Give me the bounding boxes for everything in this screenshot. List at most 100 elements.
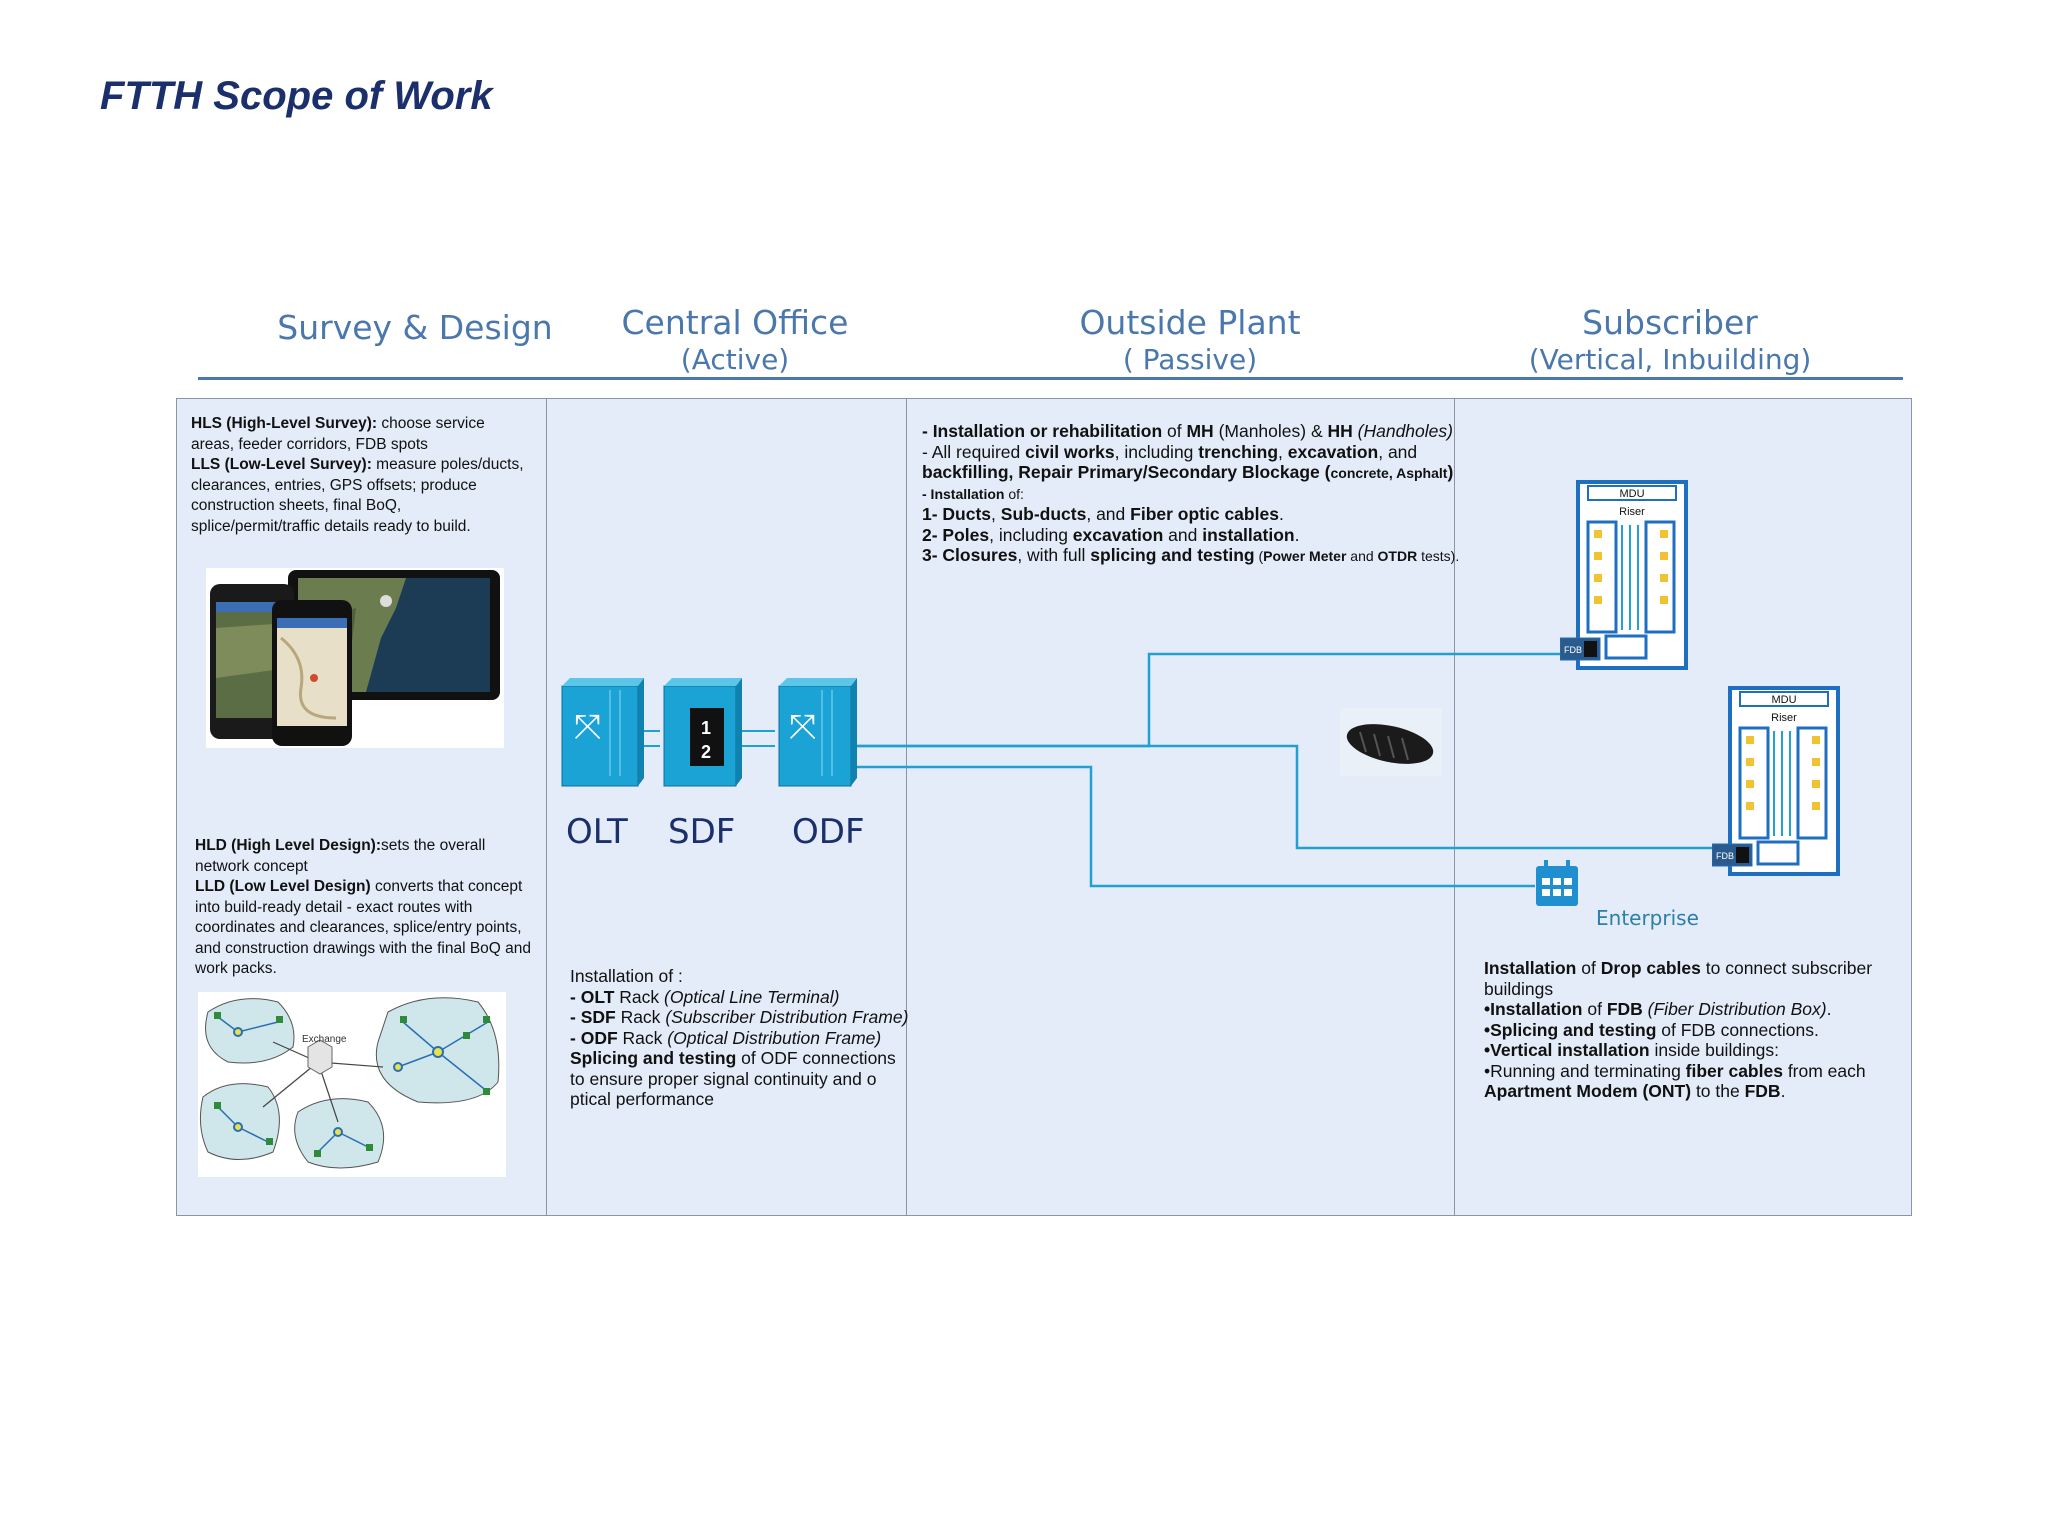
odf-rack-icon: ⤧ — [778, 678, 857, 787]
item-prefix: - — [570, 1027, 581, 1048]
op-text: , — [1278, 441, 1288, 462]
splice-bold: Splicing and testing — [570, 1048, 737, 1068]
mdu-label: MDU — [1771, 694, 1796, 706]
splice-line2: to ensure proper signal continuity and o — [570, 1068, 877, 1089]
enterprise-label: Enterprise — [1596, 906, 1699, 930]
op-text: of: — [1004, 485, 1024, 502]
sdf-item-name: SDF — [580, 1007, 616, 1027]
subscriber-heading-title: Subscriber — [1582, 303, 1758, 342]
fiber-closure-icon — [1340, 708, 1442, 776]
outside-heading-subtitle: ( Passive) — [1122, 342, 1258, 376]
hld-label: HLD (High Level Design): — [195, 837, 382, 854]
olt-item-name: OLT — [580, 986, 615, 1007]
svg-text:⤧: ⤧ — [574, 708, 601, 746]
item-mid: Rack — [617, 1027, 668, 1048]
op-text: . — [1294, 524, 1300, 545]
hld-text: sets the overall network concept — [195, 837, 486, 875]
sdf-item-desc: (Subscriber Distribution Frame) — [665, 1007, 909, 1027]
op-text: backfilling, Repair Primary/Secondary Bl… — [922, 462, 1331, 482]
central-heading-subtitle: (Active) — [680, 342, 790, 376]
fiber-line-to-enterprise — [857, 765, 1535, 888]
op-text: (Manholes) & — [1213, 421, 1328, 441]
sub-text: Installation — [1484, 958, 1577, 978]
op-text: MH — [1186, 421, 1214, 441]
odf-label: ODF — [792, 812, 865, 852]
op-text: , and — [1378, 441, 1418, 462]
item-mid: Rack — [614, 986, 665, 1007]
splice-line3: ptical performance — [570, 1089, 714, 1109]
op-text: - Installation or rehabilitation — [922, 421, 1163, 441]
olt-rack-icon: ⤧ — [561, 678, 644, 787]
sub-text: of — [1582, 999, 1607, 1019]
outside-plant-panel — [906, 398, 1455, 1216]
op-text: , and — [1086, 504, 1131, 524]
op-text: splicing and testing — [1090, 545, 1255, 565]
op-text: 3- Closures — [922, 545, 1018, 565]
central-heading-title: Central Office — [621, 303, 849, 342]
fdb-label: FDB — [1564, 645, 1582, 655]
sub-text: •Vertical installation — [1484, 1040, 1650, 1060]
exchange-building-icon — [307, 1039, 333, 1075]
olt-label: OLT — [566, 812, 628, 852]
cluster-area — [205, 998, 295, 1064]
subscriber-heading-subtitle: (Vertical, Inbuilding) — [1528, 342, 1812, 376]
sdf-label: SDF — [668, 812, 736, 852]
sub-text: to the — [1691, 1081, 1745, 1101]
op-text: tests). — [1417, 548, 1460, 564]
svg-text:⤧: ⤧ — [789, 708, 816, 746]
sdf-number: 1 — [701, 718, 711, 738]
sdf-number: 2 — [701, 742, 711, 762]
odf-item-name: ODF — [580, 1027, 618, 1048]
lld-label: LLD (Low Level Design) — [195, 878, 371, 895]
sub-text: FDB — [1606, 999, 1643, 1019]
mdu-building-2: MDU Riser FDB — [1712, 686, 1840, 876]
splice-rest: of ODF connections — [736, 1048, 896, 1068]
sub-text: •Installation — [1484, 999, 1583, 1019]
op-text: trenching — [1198, 441, 1279, 462]
fiber-line-to-mdu-1 — [857, 652, 1565, 748]
fdb-label: FDB — [1716, 851, 1734, 861]
sub-text: . — [1780, 1081, 1786, 1101]
sub-text: •Splicing and testing — [1484, 1019, 1657, 1040]
sub-text: . — [1826, 999, 1832, 1019]
sub-text: Apartment Modem (ONT) — [1484, 1081, 1692, 1101]
op-text: , including — [989, 524, 1073, 545]
op-text: 1- Ducts — [922, 504, 992, 524]
sub-text: •Running and terminating — [1484, 1060, 1686, 1081]
enterprise-building-icon — [1536, 860, 1578, 906]
op-text: installation — [1202, 524, 1295, 545]
sub-text: fiber cables — [1685, 1060, 1783, 1081]
sdf-rack-icon: 1 2 — [663, 678, 742, 787]
op-text: - Installation — [922, 485, 1005, 502]
exchange-label: Exchange — [302, 1034, 347, 1045]
outside-heading-title: Outside Plant — [1079, 303, 1301, 342]
odf-item-desc: (Optical Distribution Frame) — [667, 1027, 882, 1048]
outside-heading: Outside Plant ( Passive) — [1000, 303, 1380, 376]
op-text: Sub-ducts — [1000, 504, 1087, 524]
sub-text: FDB — [1744, 1081, 1781, 1101]
lls-label: LLS (Low-Level Survey): — [191, 456, 372, 473]
subscriber-heading: Subscriber (Vertical, Inbuilding) — [1480, 303, 1860, 376]
mdu-building-1: MDU Riser FDB — [1560, 480, 1688, 670]
lls-text: measure poles/ducts, clearances, entries… — [191, 456, 524, 535]
sub-text: from each — [1782, 1060, 1866, 1081]
riser-label: Riser — [1771, 712, 1797, 724]
op-text: excavation — [1072, 524, 1164, 545]
op-text: concrete, Asphalt — [1330, 465, 1448, 481]
survey-heading-title: Survey & Design — [277, 308, 553, 347]
item-mid: Rack — [615, 1007, 666, 1027]
op-text: OTDR — [1377, 548, 1418, 564]
hls-text: choose service areas, feeder corridors, … — [191, 415, 485, 453]
lld-text: converts that concept into build-ready d… — [195, 878, 532, 977]
op-text: , including — [1114, 441, 1199, 462]
heading-underline — [198, 377, 1903, 380]
hls-label: HLS (High-Level Survey): — [191, 415, 378, 432]
outside-plant-text: - Installation or rehabilitation of MH (… — [922, 421, 1482, 567]
survey-devices-image — [206, 568, 504, 748]
riser-label: Riser — [1619, 506, 1645, 518]
op-text: ) — [1447, 462, 1454, 482]
op-text: civil works — [1025, 441, 1115, 462]
sub-text: (Fiber Distribution Box) — [1642, 999, 1827, 1019]
central-office-panel — [546, 398, 907, 1216]
sub-text: of FDB connections. — [1656, 1019, 1819, 1040]
